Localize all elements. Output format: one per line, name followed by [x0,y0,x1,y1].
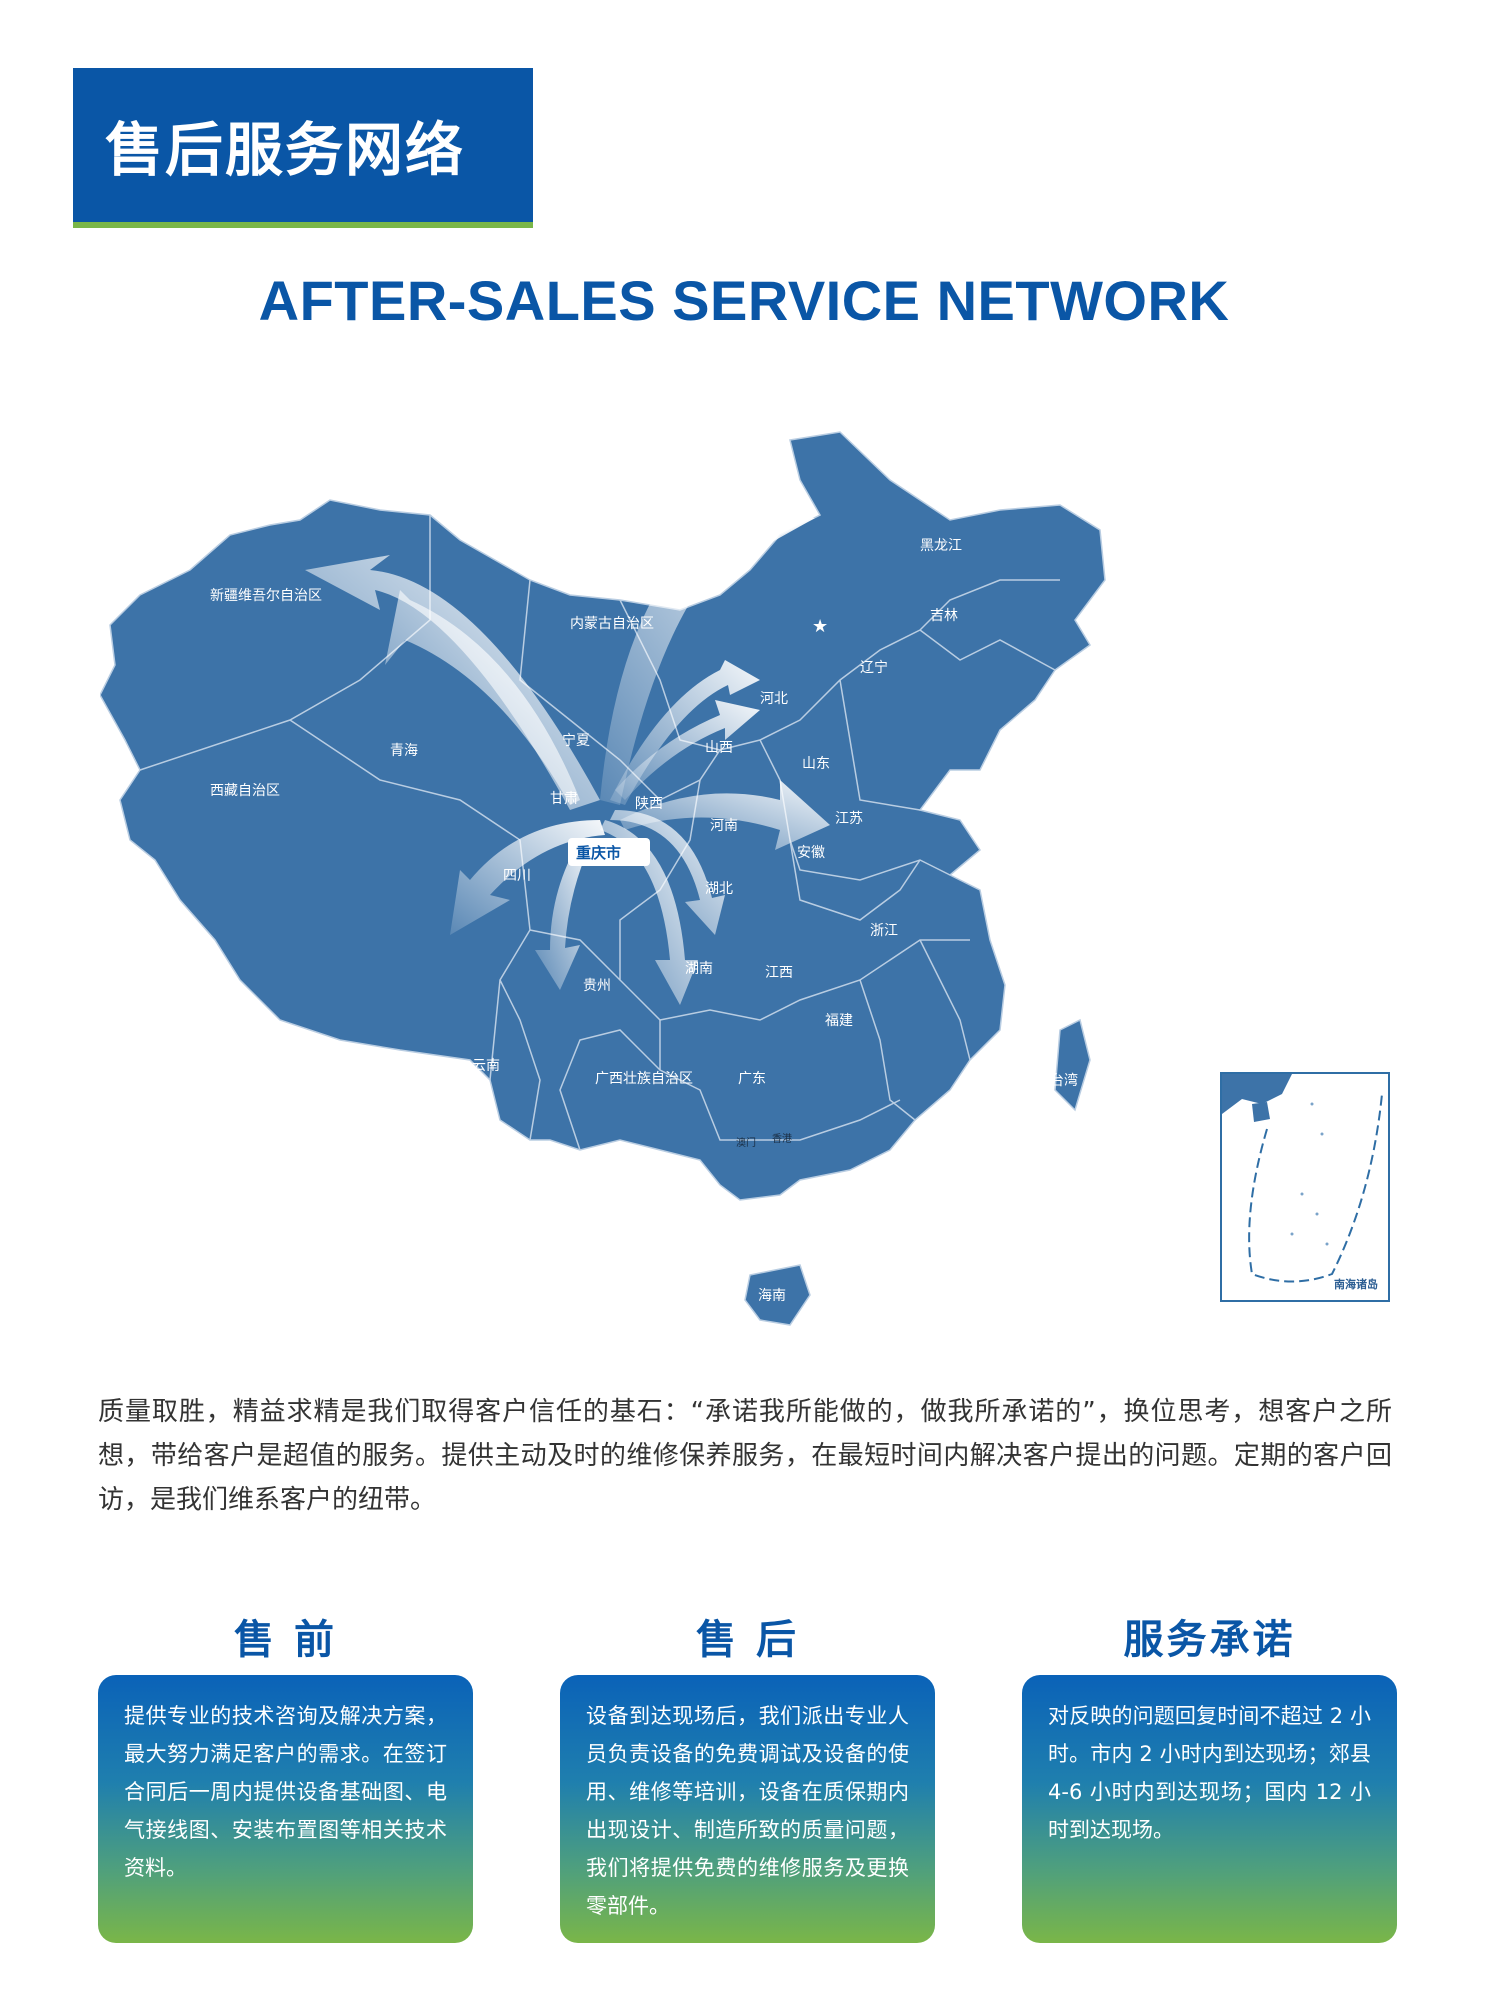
label-guangxi: 广西壮族自治区 [595,1071,693,1087]
label-jiangsu: 江苏 [835,811,863,827]
inset-label: 南海诸岛 [1334,1278,1378,1291]
label-jiangxi: 江西 [765,965,793,981]
label-anhui: 安徽 [797,845,825,861]
label-taiwan: 台湾 [1050,1072,1078,1089]
label-hubei: 湖北 [705,881,733,897]
label-heilongjiang: 黑龙江 [920,538,962,554]
hainan-shape [744,1264,811,1326]
pre-sales-text: 提供专业的技术咨询及解决方案，最大努力满足客户的需求。在签订合同后一周内提供设备… [124,1704,447,1880]
label-macau: 澳门 [736,1136,756,1149]
label-henan: 河南 [710,818,738,834]
label-zhejiang: 浙江 [870,923,898,939]
service-promise-card: 对反映的问题回复时间不超过 2 小时。市内 2 小时内到达现场；郊县 4-6 小… [1022,1675,1397,1943]
label-xinjiang: 新疆维吾尔自治区 [210,588,322,604]
after-sales-text: 设备到达现场后，我们派出专业人员负责设备的免费调试及设备的使用、维修等培训，设备… [586,1704,909,1918]
south-china-sea-inset: 南海诸岛 [1220,1072,1390,1302]
label-hebei: 河北 [760,691,788,707]
label-qinghai: 青海 [390,743,418,759]
label-hunan: 湖南 [685,961,713,977]
service-promise-title: 服务承诺 [1123,1617,1296,1663]
service-arrows [305,505,830,1005]
label-neimenggu: 内蒙古自治区 [570,616,654,632]
label-gansu: 甘肃 [550,791,578,807]
arrow-to-jiangxi [610,810,725,935]
arrow-to-guangdong [600,820,698,1005]
beijing-star-icon: ★ [812,616,828,637]
china-service-map: ★ 新疆维吾尔自治区 西藏自治区 青海 内蒙古自治区 黑龙江 吉林 辽宁 河北 … [100,420,1210,1340]
arrow-to-liaoning [600,505,815,805]
pre-sales-card: 提供专业的技术咨询及解决方案，最大努力满足客户的需求。在签订合同后一周内提供设备… [98,1675,473,1943]
inset-map-svg [1222,1074,1383,1283]
label-ningxia: 宁夏 [562,732,590,749]
service-promise-text: 对反映的问题回复时间不超过 2 小时。市内 2 小时内到达现场；郊县 4-6 小… [1048,1704,1371,1842]
after-sales-card: 设备到达现场后，我们派出专业人员负责设备的免费调试及设备的使用、维修等培训，设备… [560,1675,935,1943]
china-map-svg: ★ 新疆维吾尔自治区 西藏自治区 青海 内蒙古自治区 黑龙江 吉林 辽宁 河北 … [100,431,1106,1326]
label-hainan: 海南 [758,1288,786,1304]
after-sales-title: 售 后 [696,1617,799,1663]
chongqing-badge [568,838,650,866]
label-guangdong: 广东 [738,1071,766,1087]
label-shanxi: 山西 [705,740,733,756]
chongqing-label: 重庆市 [576,844,621,862]
label-hongkong: 香港 [772,1133,792,1145]
label-yunnan: 云南 [472,1058,500,1074]
intro-paragraph: 质量取胜，精益求精是我们取得客户信任的基石：“承诺我所能做的，做我所承诺的”，换… [98,1397,1392,1515]
label-xizang: 西藏自治区 [210,783,280,799]
header-banner: 售后服务网络 [73,68,533,228]
label-shaanxi: 陕西 [635,796,663,812]
arrow-to-sichuan [450,820,605,935]
pre-sales-title: 售 前 [234,1617,337,1663]
label-liaoning: 辽宁 [860,659,888,676]
arrow-to-jiangsu [620,780,830,850]
page-title: 售后服务网络 [105,116,466,184]
arrow-to-guizhou [535,840,590,990]
arrow-to-shandong [615,700,760,800]
label-sichuan: 四川 [503,868,531,884]
english-subtitle: AFTER-SALES SERVICE NETWORK [258,269,1230,332]
label-shandong: 山东 [802,756,830,772]
arrow-to-qinghai [385,590,580,805]
label-guizhou: 贵州 [583,978,611,994]
label-fujian: 福建 [825,1013,853,1029]
label-jilin: 吉林 [930,608,958,624]
taiwan-shape [1054,1018,1091,1112]
